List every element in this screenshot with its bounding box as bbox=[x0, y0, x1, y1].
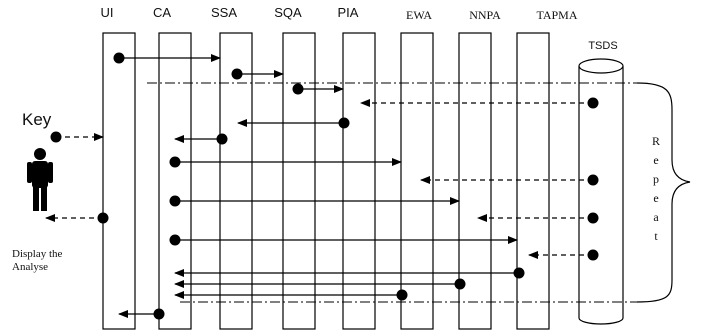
lifeline-bar-ssa bbox=[219, 32, 253, 330]
lifeline-label-ui: UI bbox=[101, 5, 114, 20]
message-origin-dot bbox=[169, 156, 181, 168]
datastore-label: TSDS bbox=[588, 40, 617, 52]
message-origin-dot bbox=[292, 83, 304, 95]
message-origin-dot bbox=[50, 131, 62, 143]
message-origin-dot bbox=[587, 97, 599, 109]
message-origin-dot bbox=[454, 278, 466, 290]
message-origin-dot bbox=[169, 234, 181, 246]
message-origin-dot bbox=[587, 249, 599, 261]
lifeline-label-tapma: TAPMA bbox=[536, 8, 577, 22]
lifeline-bar-nnpa bbox=[458, 32, 492, 330]
message-origin-dot bbox=[587, 212, 599, 224]
repeat-letter: e bbox=[653, 153, 658, 167]
message-origin-dot bbox=[97, 212, 109, 224]
lifeline-label-nnpa: NNPA bbox=[469, 8, 501, 22]
repeat-letter: R bbox=[652, 134, 660, 148]
message-origin-dot bbox=[396, 289, 408, 301]
key-label: Key bbox=[22, 110, 52, 129]
lifeline-label-sqa: SQA bbox=[274, 5, 302, 20]
repeat-brace bbox=[636, 82, 691, 303]
lifeline-label-ssa: SSA bbox=[211, 5, 237, 20]
message-origin-dot bbox=[113, 52, 125, 64]
lifeline-label-ca: CA bbox=[153, 5, 171, 20]
lifeline-bar-ca bbox=[158, 32, 192, 330]
message-arrows bbox=[45, 52, 599, 320]
message-origin-dot bbox=[231, 68, 243, 80]
repeat-letter: t bbox=[654, 229, 658, 243]
message-origin-dot bbox=[153, 308, 165, 320]
repeat-letter: a bbox=[653, 210, 659, 224]
repeat-letter: p bbox=[653, 172, 659, 186]
lifeline-bar-sqa bbox=[282, 32, 316, 330]
message-origin-dot bbox=[587, 174, 599, 186]
datastore-cylinder bbox=[578, 58, 624, 325]
lifeline-bar-tapma bbox=[516, 32, 550, 330]
user-person-icon bbox=[27, 148, 53, 211]
message-origin-dot bbox=[169, 195, 181, 207]
lifeline-label-ewa: EWA bbox=[406, 8, 432, 22]
message-origin-dot bbox=[338, 117, 350, 129]
output-label-line: Analyse bbox=[12, 261, 48, 273]
output-label-line: Display the bbox=[12, 248, 63, 260]
lifeline-label-pia: PIA bbox=[338, 5, 359, 20]
lifeline-bar-ui bbox=[102, 32, 136, 330]
message-origin-dot bbox=[216, 133, 228, 145]
repeat-letter: e bbox=[653, 191, 658, 205]
lifeline-bar-pia bbox=[342, 32, 376, 330]
message-origin-dot bbox=[513, 267, 525, 279]
